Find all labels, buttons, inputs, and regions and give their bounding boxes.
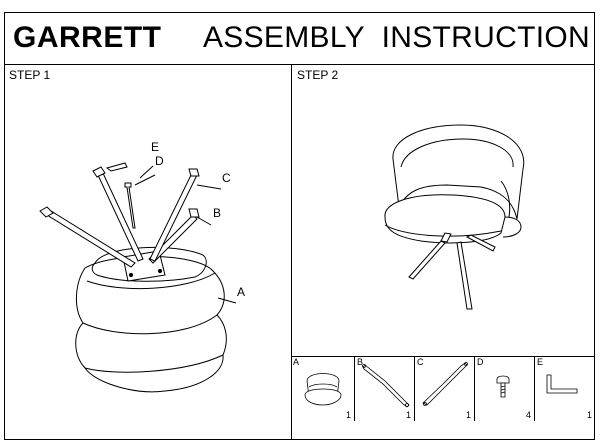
seat-underside (91, 246, 207, 282)
part-b-letter: B (357, 357, 364, 367)
leg-b-part-icon (362, 364, 410, 408)
part-e: E 1 (535, 357, 595, 421)
part-c-qty: 1 (465, 410, 471, 420)
panel-divider (291, 65, 292, 440)
screw-part-icon (496, 375, 510, 398)
step-2-drawing (384, 124, 525, 310)
part-b-qty: 1 (405, 410, 411, 420)
document-title: ASSEMBLY INSTRUCTION (203, 21, 590, 54)
title-bar: GARRETT ASSEMBLY INSTRUCTION (5, 13, 594, 65)
part-b: B 1 (355, 357, 415, 421)
part-d: D 4 (475, 357, 535, 421)
callout-d: D (155, 154, 164, 168)
part-e-qty: 1 (586, 410, 592, 420)
callout-e: E (151, 140, 160, 154)
allen-key-part-icon (546, 374, 578, 394)
step-1-drawing (39, 162, 237, 393)
step-2-label: STEP 2 (297, 68, 339, 82)
screw (124, 182, 136, 229)
part-c: C 1 (415, 357, 475, 421)
part-a-qty: 1 (345, 410, 351, 420)
part-d-qty: 4 (525, 410, 531, 420)
seat-body (75, 255, 227, 393)
seat-part-icon (304, 373, 342, 406)
callout-a: A (237, 285, 246, 299)
chair-leg-2 (456, 241, 473, 310)
step-1-label: STEP 1 (9, 68, 51, 82)
chair-leg-3 (465, 234, 496, 252)
chair-leg-1 (408, 240, 446, 280)
callout-b: B (213, 206, 222, 220)
chair-backrest (392, 124, 525, 220)
part-c-letter: C (417, 357, 424, 367)
leg-c-part-icon (422, 362, 468, 406)
part-e-letter: E (537, 357, 544, 367)
brand-name: GARRETT (13, 21, 162, 54)
part-d-letter: D (477, 357, 484, 367)
parts-list: A 1 B 1 C (291, 356, 595, 421)
allen-key (105, 162, 128, 172)
part-a-letter: A (293, 357, 300, 367)
chair-leg-4 (440, 232, 452, 243)
part-a: A 1 (291, 357, 355, 421)
leg-c-right (149, 172, 198, 262)
instruction-sheet: GARRETT ASSEMBLY INSTRUCTION STEP 1 STEP… (4, 12, 595, 440)
callout-c: C (222, 171, 231, 185)
